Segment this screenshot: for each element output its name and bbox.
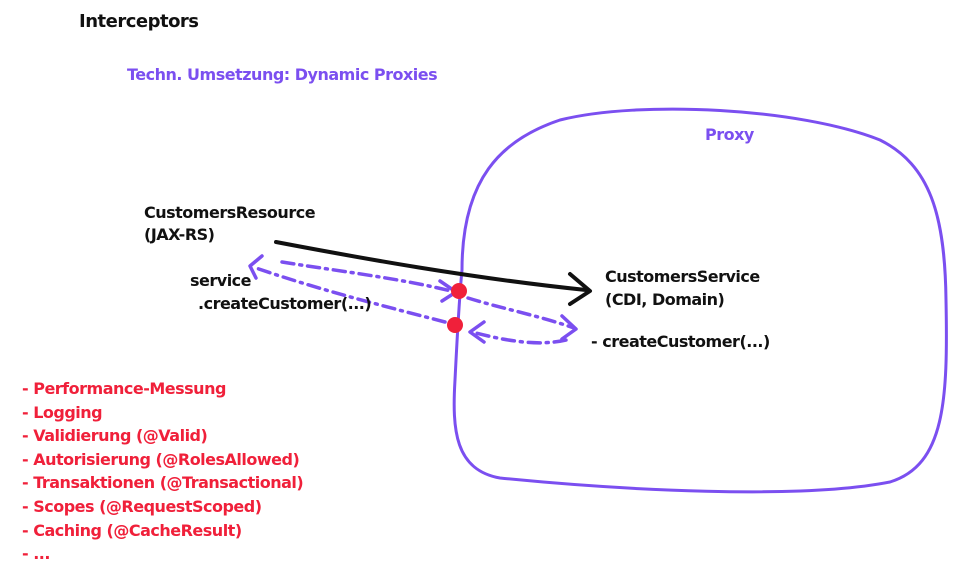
resource-kind: (JAX-RS) — [144, 225, 215, 244]
dashed-forward-line — [280, 260, 457, 294]
proxy-label: Proxy — [705, 125, 754, 144]
dashed-return-outer-head — [248, 254, 264, 280]
resource-name: CustomersResource — [144, 203, 316, 222]
feature-item: - Validierung (@Valid) — [22, 426, 208, 446]
page-subtitle: Techn. Umsetzung: Dynamic Proxies — [127, 65, 438, 84]
dashed-return-inner-head — [468, 320, 486, 344]
feature-item: - Performance-Messung — [22, 379, 226, 398]
service-kind: (CDI, Domain) — [605, 290, 725, 309]
call-arrow-head — [568, 272, 592, 306]
feature-list: - Performance-Messung - Logging - Validi… — [22, 377, 304, 566]
feature-item: - ... — [22, 544, 50, 564]
call-arrow-line — [274, 240, 588, 292]
call-label-line2: .createCustomer(...) — [198, 294, 372, 313]
feature-item: - Autorisierung (@RolesAllowed) — [22, 449, 300, 469]
feature-item: - Logging — [22, 402, 103, 422]
feature-item: - Transaktionen (@Transactional) — [22, 473, 304, 493]
interception-point-in — [451, 283, 467, 299]
service-name: CustomersService — [605, 267, 760, 286]
feature-item: - Scopes (@RequestScoped) — [22, 496, 262, 516]
dashed-inner-head — [560, 314, 578, 341]
feature-item: - Caching (@CacheResult) — [22, 520, 242, 540]
page-title: Interceptors — [79, 11, 199, 32]
interception-point-out — [447, 317, 463, 333]
call-label-line1: service — [190, 271, 252, 290]
method-label: - createCustomer(...) — [591, 332, 770, 351]
dashed-inner-line — [466, 296, 576, 330]
proxy-boundary — [452, 107, 948, 494]
dashed-return-outer-line — [254, 266, 447, 324]
dashed-return-inner-line — [470, 330, 568, 345]
